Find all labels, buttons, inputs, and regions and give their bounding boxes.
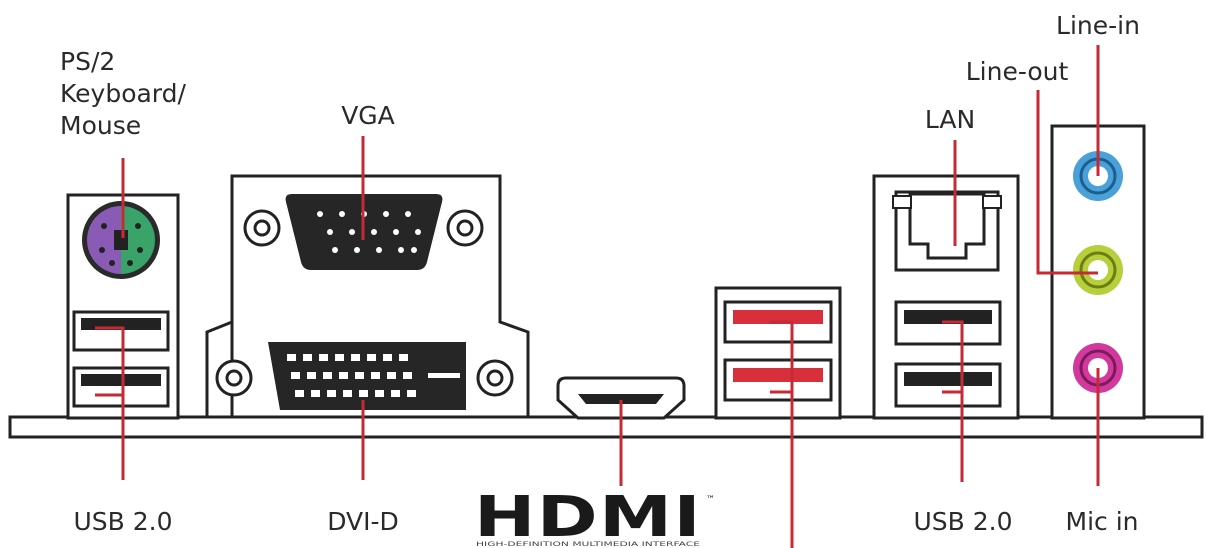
label-line-out: Line-out <box>966 57 1069 86</box>
lan-port-icon <box>892 190 1002 272</box>
leader-line-out <box>1036 90 1098 275</box>
lan-usb-stack <box>872 174 1020 420</box>
line-out-jack-icon <box>1073 245 1123 295</box>
hdmi-tagline: HIGH-DEFINITION MULTIMEDIA INTERFACE <box>476 541 700 548</box>
ps2-port-icon <box>82 201 160 279</box>
vga-dvi-bracket <box>205 174 530 418</box>
io-shield-baseplate <box>8 415 1204 439</box>
dvi-port-icon <box>215 342 514 410</box>
usb3-port-icon <box>733 310 823 324</box>
leader-usb-left <box>95 326 125 480</box>
usb2-port-icon <box>72 310 170 352</box>
usb3-stack <box>714 286 842 420</box>
leader-usb3 <box>770 320 794 548</box>
usb2-port-icon <box>72 366 170 408</box>
usb2-port-icon <box>904 372 992 386</box>
label-usb-right: USB 2.0 <box>913 507 1012 536</box>
ps2-keyboard-half <box>87 206 121 274</box>
label-lan: LAN <box>925 105 975 134</box>
usb3-port-icon <box>733 368 823 382</box>
hdmi-logo: HDMI ™ HIGH-DEFINITION MULTIMEDIA INTERF… <box>474 485 715 548</box>
ps2-mouse-half <box>121 206 155 274</box>
hdmi-trademark: ™ <box>706 495 715 505</box>
label-ps2-line1: PS/2 <box>60 47 115 76</box>
usb2-port-icon <box>904 310 992 324</box>
label-line-in: Line-in <box>1056 11 1140 40</box>
label-ps2-line2: Keyboard/ <box>60 79 187 108</box>
leader-usb-right <box>942 320 964 482</box>
label-usb-left: USB 2.0 <box>73 507 172 536</box>
label-ps2-line3: Mouse <box>60 111 141 140</box>
leader-lines <box>95 45 1100 548</box>
label-vga: VGA <box>341 101 395 130</box>
hdmi-port-icon <box>556 376 686 420</box>
label-mic: Mic in <box>1066 507 1139 536</box>
hdmi-logo-text: HDMI <box>474 485 702 548</box>
label-dvi: DVI-D <box>327 507 399 536</box>
